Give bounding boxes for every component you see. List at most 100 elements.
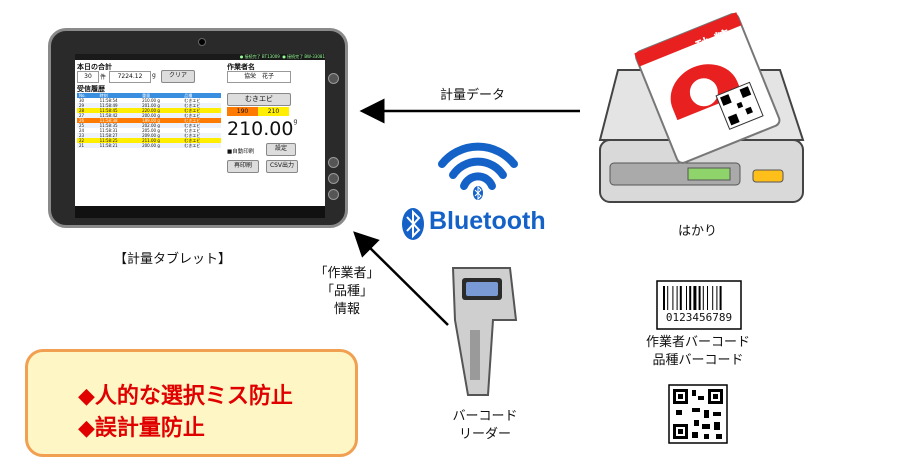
- total-weight: 7224.12: [109, 71, 151, 83]
- benefit-weighing-error: ◆誤計量防止: [78, 416, 205, 441]
- barcode-bar: [702, 286, 704, 310]
- history-header-row: No. 時刻 重量 品種: [77, 93, 221, 98]
- history-cell: 189.00 g: [142, 118, 160, 123]
- weight-unit: g: [152, 72, 156, 79]
- barcode-bar: [716, 286, 718, 310]
- reader-line: バーコード: [452, 409, 518, 424]
- history-cell: 21: [79, 143, 85, 148]
- side-button: [328, 157, 339, 168]
- history-cell: むきエビ: [184, 118, 201, 123]
- history-cell: 201.00 g: [142, 103, 160, 108]
- product-name[interactable]: むきエビ: [227, 93, 291, 106]
- current-weight-display: 210.00g: [227, 118, 297, 140]
- bluetooth-label: Bluetooth: [429, 207, 546, 235]
- benefits-box: ◆人的な選択ミス防止 ◆誤計量防止: [25, 349, 358, 457]
- sugar-bag: [634, 12, 781, 164]
- history-cell: 24: [79, 128, 85, 133]
- history-cell: 22: [79, 138, 85, 143]
- barcode-caption: 作業者バーコード 品種バーコード: [628, 334, 768, 370]
- history-cell: 11:58:25: [99, 138, 118, 143]
- weighing-tablet: ● 接続完了 BT13009 ● 接続完了 BW-33081 本日の合計 30 …: [48, 28, 348, 228]
- side-button: [328, 73, 339, 84]
- history-cell: 209.00 g: [142, 133, 160, 138]
- history-cell: 210.00 g: [142, 98, 160, 103]
- weighing-data-label: 計量データ: [440, 88, 506, 103]
- history-cell: むきエビ: [184, 98, 201, 103]
- range-low: 190: [227, 107, 258, 116]
- history-cell: むきエビ: [184, 143, 201, 148]
- settings-button[interactable]: 設定: [266, 143, 296, 156]
- barcode-bar: [676, 286, 678, 310]
- reader-caption: バーコード リーダー: [440, 408, 530, 444]
- total-label: 本日の合計: [77, 63, 112, 71]
- history-cell: 220.00 g: [142, 108, 160, 113]
- clear-button[interactable]: クリア: [161, 70, 195, 83]
- info-arrow: [353, 231, 449, 326]
- history-cell: むきエビ: [184, 103, 201, 108]
- history-cell: 11:58:38: [99, 118, 118, 123]
- qr-code-image: [668, 384, 728, 444]
- history-row[interactable]: 30 11:58:54 210.00 g むきエビ: [77, 98, 221, 103]
- status-right: ● 接続完了 BW-33081: [282, 54, 325, 59]
- tablet-caption: 【計量タブレット】: [114, 252, 232, 267]
- barcode-bar: [672, 286, 674, 310]
- history-cell: 11:58:45: [99, 108, 118, 113]
- history-cell: 202.00 g: [142, 123, 160, 128]
- history-cell: 11:58:54: [99, 98, 118, 103]
- worker-label: 作業者名: [227, 63, 255, 71]
- barcode-bar: [686, 286, 687, 310]
- current-unit: g: [293, 118, 298, 125]
- wireless-icon: [438, 142, 518, 190]
- history-header: 時刻: [99, 93, 108, 98]
- barcode-line: 作業者バーコード: [645, 335, 750, 350]
- history-header: No.: [79, 93, 86, 98]
- status-left: ● 接続完了 BT13009: [239, 54, 280, 59]
- navigation-bar: [75, 206, 325, 218]
- benefit-selection-error: ◆人的な選択ミス防止: [78, 384, 293, 409]
- worker-name: 協栄 花子: [227, 71, 291, 83]
- info-label: 「作業者」 「品種」 情報: [302, 265, 392, 319]
- history-cell: むきエビ: [184, 123, 201, 128]
- history-cell: むきエビ: [184, 113, 201, 118]
- csv-export-button[interactable]: CSV出力: [266, 160, 298, 173]
- bluetooth-small-icon: [473, 185, 483, 201]
- tablet-screen: ● 接続完了 BT13009 ● 接続完了 BW-33081 本日の合計 30 …: [75, 54, 325, 218]
- count-unit: 件: [100, 74, 107, 81]
- barcode-bar: [693, 286, 697, 310]
- barcode-bar: [712, 286, 714, 310]
- history-cell: 205.00 g: [142, 128, 160, 133]
- barcode-line: 品種バーコード: [652, 353, 744, 368]
- history-cell: 23: [79, 133, 85, 138]
- history-cell: 30: [79, 98, 85, 103]
- history-cell: 26: [79, 118, 85, 123]
- history-row[interactable]: 26 11:58:38 189.00 g むきエビ: [77, 118, 221, 123]
- status-bar: ● 接続完了 BT13009 ● 接続完了 BW-33081: [75, 54, 325, 60]
- history-cell: むきエビ: [184, 128, 201, 133]
- side-button: [328, 189, 339, 200]
- camera-icon: [198, 38, 206, 46]
- barcode-bar: [679, 286, 682, 310]
- history-cell: むきエビ: [184, 133, 201, 138]
- current-weight: 210.00: [227, 118, 294, 140]
- history-cell: 28: [79, 108, 85, 113]
- barcode-bar: [719, 286, 722, 310]
- history-cell: 11:58:42: [99, 113, 118, 118]
- reprint-button[interactable]: 再印刷: [227, 160, 259, 173]
- history-cell: 27: [79, 113, 85, 118]
- total-count: 30: [77, 71, 99, 83]
- barcode-bar: [698, 286, 701, 310]
- info-line: 「作業者」: [314, 266, 380, 281]
- bluetooth-icon: [402, 208, 424, 240]
- auto-print-checkbox[interactable]: ■自動印刷: [227, 149, 255, 155]
- barcode-reader: [451, 267, 518, 396]
